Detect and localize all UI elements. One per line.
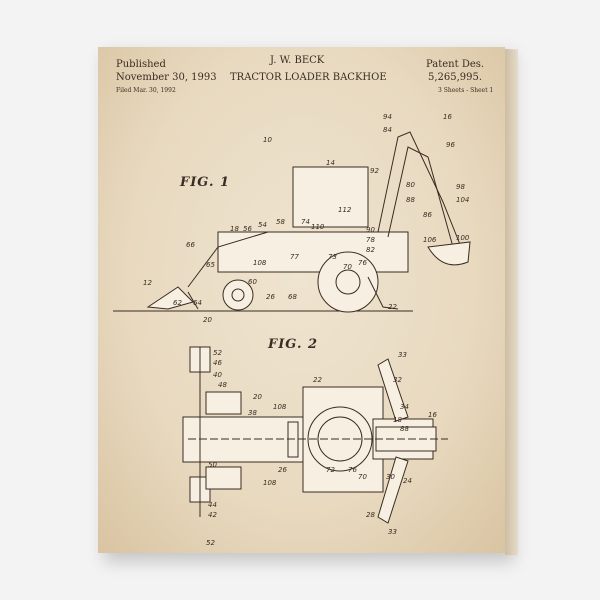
ref-number: 10 [263,136,272,144]
ref-number: 90 [366,226,375,234]
ref-number: 24 [403,477,412,485]
ref-number: 46 [213,359,222,367]
ref-number: 56 [243,225,252,233]
ref-number: 104 [456,196,469,204]
sheets-info: 3 Sheets - Sheet 1 [438,87,494,94]
filed-date: Filed Mar. 30, 1992 [116,87,176,94]
patent-canvas-print: Published November 30, 1993 Filed Mar. 3… [98,47,505,553]
ref-number: 20 [203,316,212,324]
ref-number: 68 [288,293,297,301]
ref-number: 82 [366,246,375,254]
ref-number: 42 [208,511,217,519]
ref-number: 18 [230,225,239,233]
ref-number: 65 [206,261,215,269]
ref-number: 110 [311,223,325,231]
ref-number: 30 [386,473,395,481]
ref-number: 38 [248,409,257,417]
fig1-reference-numbers: 10 14 94 84 16 96 92 80 88 98 104 86 106… [143,113,470,324]
patent-drawings: 10 14 94 84 16 96 92 80 88 98 104 86 106… [113,113,471,547]
ref-number: 80 [406,181,415,189]
ref-number: 98 [456,183,465,191]
ref-number: 58 [276,218,285,226]
ref-number: 78 [366,236,375,244]
fig2-label: FIG. 2 [268,337,319,352]
fig1-backhoe-side-view [113,131,471,313]
ref-number: 16 [428,411,437,419]
published-date: November 30, 1993 [116,72,217,83]
ref-number: 12 [143,279,152,287]
inventor: J. W. BECK [270,55,325,66]
ref-number: 52 [206,539,215,547]
ref-number: 70 [343,263,352,271]
ref-number: 106 [423,236,437,244]
fig1-label: FIG. 1 [180,175,231,190]
ref-number: 33 [388,528,397,536]
ref-number: 88 [400,425,409,433]
patent-label: Patent Des. [426,59,485,70]
fig2-backhoe-top-view [182,346,448,524]
ref-number: 100 [456,234,470,242]
ref-number: 88 [406,196,415,204]
ref-number: 52 [213,349,222,357]
canvas-side-edge [505,49,518,556]
ref-number: 32 [393,376,402,384]
ref-number: 50 [208,461,217,469]
ref-number: 92 [370,167,379,175]
ref-number: 77 [290,253,299,261]
patent-title: TRACTOR LOADER BACKHOE [230,72,387,83]
ref-number: 26 [278,466,287,474]
ref-number: 14 [326,159,335,167]
ref-number: 44 [208,501,217,509]
ref-number: 86 [423,211,432,219]
ref-number: 76 [358,259,367,267]
ref-number: 20 [253,393,262,401]
ref-number: 74 [301,218,310,226]
ref-number: 108 [273,403,287,411]
ref-number: 108 [253,259,267,267]
ref-number: 54 [258,221,267,229]
ref-number: 73 [328,253,337,261]
published-label: Published [116,59,166,70]
ref-number: 16 [443,113,452,121]
ref-number: 22 [313,376,322,384]
ref-number: 34 [400,403,409,411]
ref-number: 84 [383,126,392,134]
fig2-reference-numbers: 52 46 40 48 20 38 108 22 33 32 34 18 16 … [206,349,437,547]
ref-number: 33 [398,351,407,359]
ref-number: 22 [388,303,397,311]
ref-number: 66 [186,241,195,249]
ref-number: 72 [326,466,335,474]
ref-number: 18 [393,416,402,424]
ref-number: 96 [446,141,455,149]
ref-number: 112 [338,206,352,214]
ref-number: 48 [218,381,227,389]
patent-number: 5,265,995. [428,72,483,83]
ref-number: 60 [248,278,257,286]
ref-number: 64 [193,299,202,307]
ref-number: 94 [383,113,392,121]
ref-number: 108 [263,479,277,487]
ref-number: 70 [358,473,367,481]
ref-number: 26 [266,293,275,301]
ref-number: 76 [348,466,357,474]
ref-number: 28 [366,511,375,519]
ref-number: 40 [213,371,222,379]
ref-number: 62 [173,299,182,307]
